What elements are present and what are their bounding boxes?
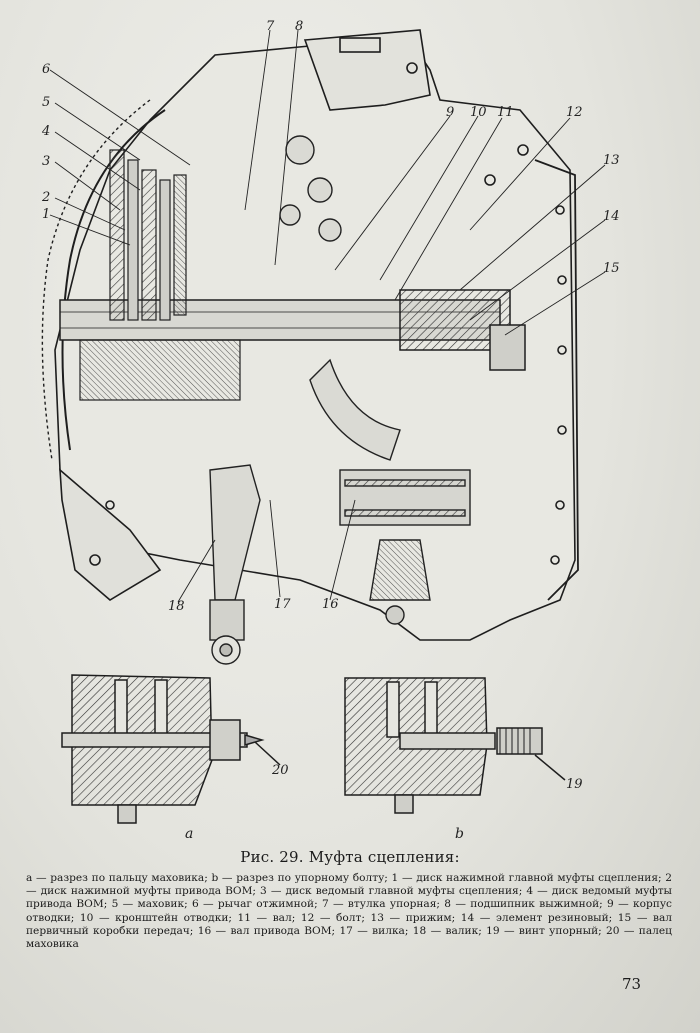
callout-8: 8: [295, 19, 304, 34]
page-number: 73: [622, 975, 642, 993]
callout-14: 14: [603, 209, 620, 224]
detail-a-section: [61, 674, 281, 824]
callout-12: 12: [566, 105, 583, 120]
clutch-assembly-illustration: 1 2 3 4 5 6 7 8 9 10 11 12 13 14 15 16 1…: [41, 19, 620, 842]
callout-1: 1: [42, 207, 51, 222]
callout-4: 4: [42, 124, 51, 139]
callout-16: 16: [322, 597, 339, 612]
callout-18: 18: [168, 599, 185, 614]
detail-a-label: a: [185, 826, 194, 842]
callout-11: 11: [497, 105, 514, 120]
callout-13: 13: [603, 153, 620, 168]
callout-19: 19: [566, 777, 583, 792]
callout-15: 15: [603, 261, 620, 276]
detail-b-label: b: [455, 826, 464, 842]
callout-7: 7: [266, 19, 275, 34]
callout-9: 9: [446, 105, 455, 120]
figure-legend: a — разрез по пальцу маховика; b — разре…: [26, 872, 672, 951]
callout-10: 10: [470, 105, 487, 120]
callout-3: 3: [42, 154, 51, 169]
pto-shaft: [339, 469, 471, 625]
release-mechanism: [209, 135, 401, 665]
detail-b-section: [344, 677, 566, 814]
callout-17: 17: [274, 597, 291, 612]
callout-20: 20: [272, 763, 289, 778]
callout-5: 5: [42, 95, 51, 110]
callout-2: 2: [42, 190, 51, 205]
figure-caption-title: Рис. 29. Муфта сцепления:: [240, 848, 460, 866]
clutch-disc-pack: [79, 149, 241, 401]
callout-6: 6: [42, 62, 51, 77]
clutch-drawing: [41, 29, 606, 824]
callout-leaders: [49, 29, 606, 603]
